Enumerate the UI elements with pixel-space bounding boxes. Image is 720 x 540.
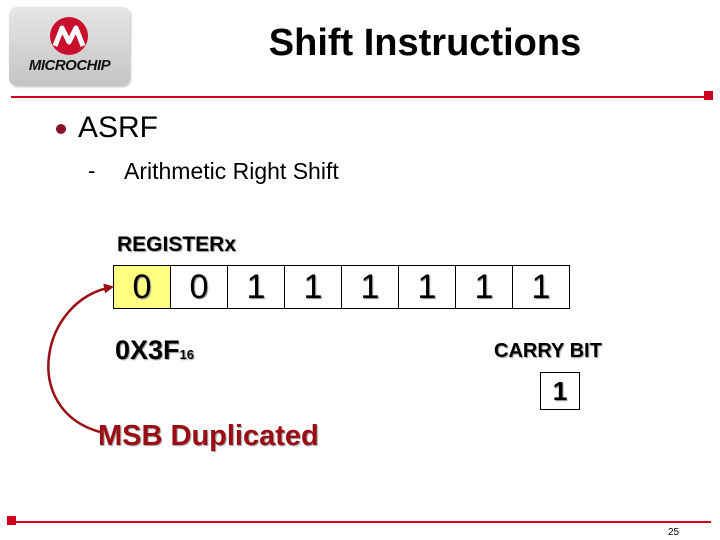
carry-bit-label: CARRY BIT	[494, 340, 602, 362]
register-bit-7: 0	[114, 266, 171, 308]
sub-bullet-dash: -	[88, 158, 96, 183]
bottom-rule-end-square	[7, 516, 16, 525]
page-number: 25	[668, 527, 680, 538]
register-bit-5: 1	[228, 266, 285, 308]
hex-base-subscript: 16	[179, 347, 195, 362]
register-bit-6: 0	[171, 266, 228, 308]
microchip-logo: MICROCHIP	[9, 7, 130, 86]
hex-value-text: 0X3F	[115, 335, 180, 365]
register-bit-0: 1	[513, 266, 570, 308]
bullet-label: ASRF	[78, 111, 159, 144]
sub-bullet-text: Arithmetic Right Shift	[124, 158, 339, 184]
slide-title: Shift Instructions	[268, 22, 582, 64]
bullet-dot-icon	[56, 124, 66, 134]
logo-wordmark: MICROCHIP	[28, 57, 111, 74]
microchip-logo-mark-icon	[50, 17, 88, 55]
top-rule-end-square	[704, 91, 713, 100]
register-bit-1: 1	[456, 266, 513, 308]
carry-bit-box: 1	[540, 372, 580, 410]
register-label: REGISTERx	[117, 233, 237, 256]
register-bit-4: 1	[285, 266, 342, 308]
register-hex-value: 0X3F16	[115, 335, 194, 366]
msb-annotation: MSB Duplicated	[98, 420, 319, 452]
bottom-rule-divider	[11, 521, 711, 523]
register-cells: 0 0 1 1 1 1 1 1	[113, 265, 570, 309]
top-rule-divider	[11, 96, 705, 98]
register-bit-2: 1	[399, 266, 456, 308]
register-bit-3: 1	[342, 266, 399, 308]
